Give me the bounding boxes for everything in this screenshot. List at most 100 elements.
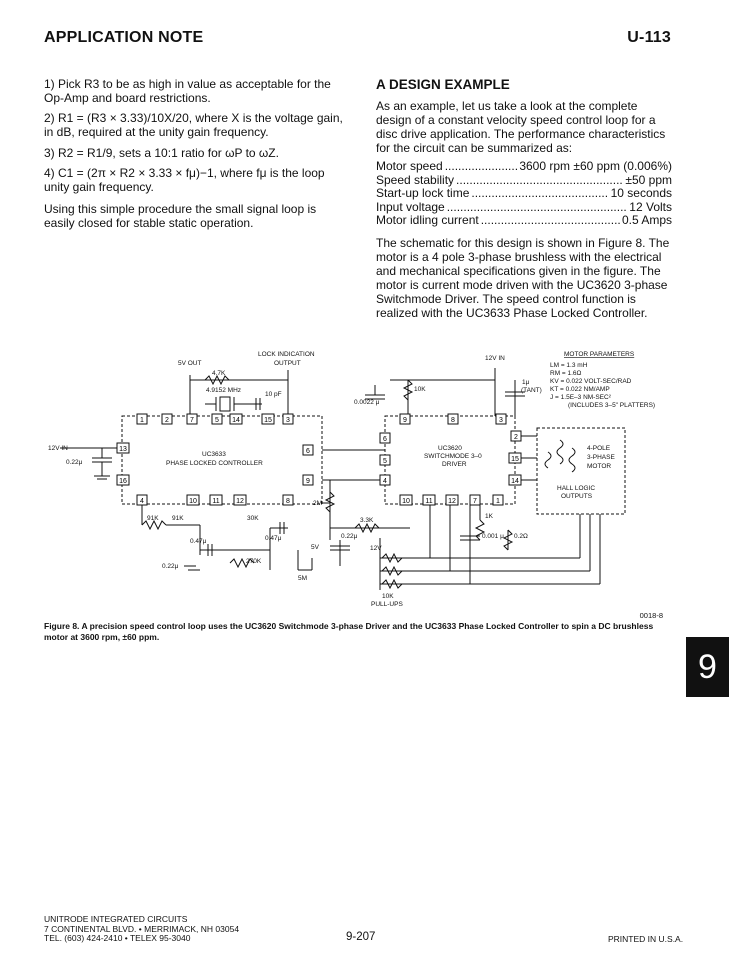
pin-3620-left: 6 5 4 xyxy=(379,432,391,486)
uc3620-label: UC3620 xyxy=(438,445,462,452)
pin-3633-side: 13 16 6 9 xyxy=(116,442,314,486)
r-2m-label: 2M xyxy=(313,500,322,507)
pin-label: 13 xyxy=(119,446,127,453)
leader-dots: ........................................… xyxy=(444,160,518,173)
pin-group: 1 2 7 5 14 15 3 4 10 11 12 8 13 16 6 9 9… xyxy=(116,413,522,506)
pin-label: 9 xyxy=(403,417,407,424)
r-5m-label: 5M xyxy=(298,575,307,582)
figure-caption: Figure 8. A precision speed control loop… xyxy=(44,621,654,642)
crystal-label: 4.9152 MHz xyxy=(206,387,241,394)
pin-label: 11 xyxy=(425,498,432,505)
motor-label-1: 4-POLE xyxy=(587,445,611,452)
pin-3620-top: 9 8 3 xyxy=(399,413,507,425)
uc3620-block xyxy=(384,415,516,505)
pin-label: 7 xyxy=(473,498,477,505)
hall-label-2: OUTPUTS xyxy=(561,493,593,500)
tant-label: (TANT) xyxy=(521,387,542,394)
c-022-b-label: 0.22μ xyxy=(162,563,179,570)
pin-3633-bottom: 4 10 11 12 8 xyxy=(136,494,294,506)
motor-box xyxy=(536,427,626,515)
spec-label: Motor speed xyxy=(376,159,443,173)
c-10pf-label: 10 pF xyxy=(265,391,282,398)
figure-code: 0018-8 xyxy=(639,611,663,620)
r-30k-label: 30K xyxy=(247,515,259,522)
uc3633-label: UC3633 xyxy=(202,451,226,458)
spec-value: ±50 ppm xyxy=(625,172,672,187)
spec-value: 0.5 Amps xyxy=(621,213,672,227)
pin-label: 4 xyxy=(383,478,387,485)
c-0022-label: 0.0022 μ xyxy=(354,399,380,406)
leader-dots: ........................................… xyxy=(471,187,609,200)
step-1: 1) Pick R3 to be as high in value as acc… xyxy=(44,77,344,105)
footer-company: UNITRODE INTEGRATED CIRCUITS 7 CONTINENT… xyxy=(44,914,240,944)
spec-row: Motor speed.............................… xyxy=(376,159,672,174)
v12-in-label: 12V IN xyxy=(485,355,505,362)
r-1k-label: 1K xyxy=(485,513,494,520)
motor-params-title: MOTOR PARAMETERS xyxy=(564,351,635,358)
motor-param-kt: KT = 0.022 NM/AMP xyxy=(550,386,610,393)
leader-dots: ........................................… xyxy=(456,173,623,187)
v5-out-label: 5V OUT xyxy=(178,360,202,367)
spec-row: Input voltage...........................… xyxy=(376,199,672,215)
hall-label-1: HALL LOGIC xyxy=(557,485,595,492)
c-022-c-label: 0.22μ xyxy=(341,533,358,540)
pin-label: 12 xyxy=(448,498,456,505)
spec-label: Speed stability xyxy=(376,172,455,187)
pin-label: 12 xyxy=(236,498,244,505)
lock-indication-label: LOCK INDICATION xyxy=(258,351,315,358)
step-1-text: 1) Pick R3 to be as high in value as acc… xyxy=(44,77,331,105)
driver-label: DRIVER xyxy=(442,461,467,468)
pin-label: 2 xyxy=(514,434,518,441)
spec-label: Start-up lock time xyxy=(376,186,470,200)
pin-label: 10 xyxy=(189,498,197,505)
spec-label: Input voltage xyxy=(376,199,445,214)
pin-label: 15 xyxy=(264,417,272,424)
c-0001-label: 0.001 μ xyxy=(482,533,504,540)
pin-label: 15 xyxy=(511,456,519,463)
pin-label: 1 xyxy=(496,498,500,505)
spec-row: Motor idling current....................… xyxy=(376,213,672,228)
pin-label: 5 xyxy=(215,417,219,424)
footer-line: UNITRODE INTEGRATED CIRCUITS xyxy=(44,914,188,924)
leader-dots: ........................................… xyxy=(480,214,620,227)
step-4: 4) C1 = (2π × R2 × 3.33 × fμ)−1, where f… xyxy=(44,166,344,194)
pin-label: 14 xyxy=(511,478,519,485)
footer-line: TEL. (603) 424-2410 • TELEX 95-3040 xyxy=(44,933,191,943)
left-paragraph: Using this simple procedure the small si… xyxy=(44,202,317,230)
pullups-label-2: PULL-UPS xyxy=(371,601,403,608)
r-91k-a-label: 91K xyxy=(147,515,159,522)
c-047-b-label: 0.47μ xyxy=(265,535,282,542)
v5-label: 5V xyxy=(311,544,320,551)
pin-label: 14 xyxy=(232,417,240,424)
spec-table: Motor speed.............................… xyxy=(376,159,672,228)
motor-param-j: J = 1.5E–3 NM-SEC² xyxy=(550,394,612,401)
page-header-code: U-113 xyxy=(627,29,671,46)
motor-param-lm: LM = 1.3 mH xyxy=(550,362,588,369)
pin-3633-top: 1 2 7 5 14 15 3 xyxy=(136,413,294,425)
r-91k-b-label: 91K xyxy=(172,515,184,522)
r-270k-label: 270K xyxy=(246,558,262,565)
switchmode-label: SWITCHMODE 3–0 xyxy=(424,453,482,460)
pin-label: 4 xyxy=(140,498,144,505)
motor-label-2: 3-PHASE xyxy=(587,454,615,461)
pin-label: 1 xyxy=(140,417,144,424)
pin-label: 5 xyxy=(383,458,387,465)
v12-label: 12V xyxy=(370,545,382,552)
motor-param-note: (INCLUDES 3–5" PLATTERS) xyxy=(568,402,655,409)
section-tab: 9 xyxy=(686,637,729,697)
pin-3620-bottom: 10 11 12 7 1 xyxy=(399,494,504,506)
pin-label: 6 xyxy=(383,436,387,443)
spec-value: 12 Volts xyxy=(629,199,672,214)
step-3-text: 3) R2 = R1/9, sets a 10:1 ratio for ωP t… xyxy=(44,146,279,160)
printed-in: PRINTED IN U.S.A. xyxy=(608,934,684,944)
footer-line: 7 CONTINENTAL BLVD. • MERRIMACK, NH 0305… xyxy=(44,923,240,934)
leader-dots: ........................................… xyxy=(446,200,628,214)
pullups-label-1: 10K xyxy=(382,593,394,600)
design-intro: As an example, let us take a look at the… xyxy=(376,99,666,155)
r-02-label: 0.2Ω xyxy=(514,533,528,540)
spec-value: 10 seconds xyxy=(610,186,672,200)
c-047-a-label: 0.47μ xyxy=(190,538,207,545)
r-10k-label: 10K xyxy=(414,386,426,393)
pin-label: 16 xyxy=(119,478,127,485)
r-3k3-label: 3.3K xyxy=(360,517,374,524)
